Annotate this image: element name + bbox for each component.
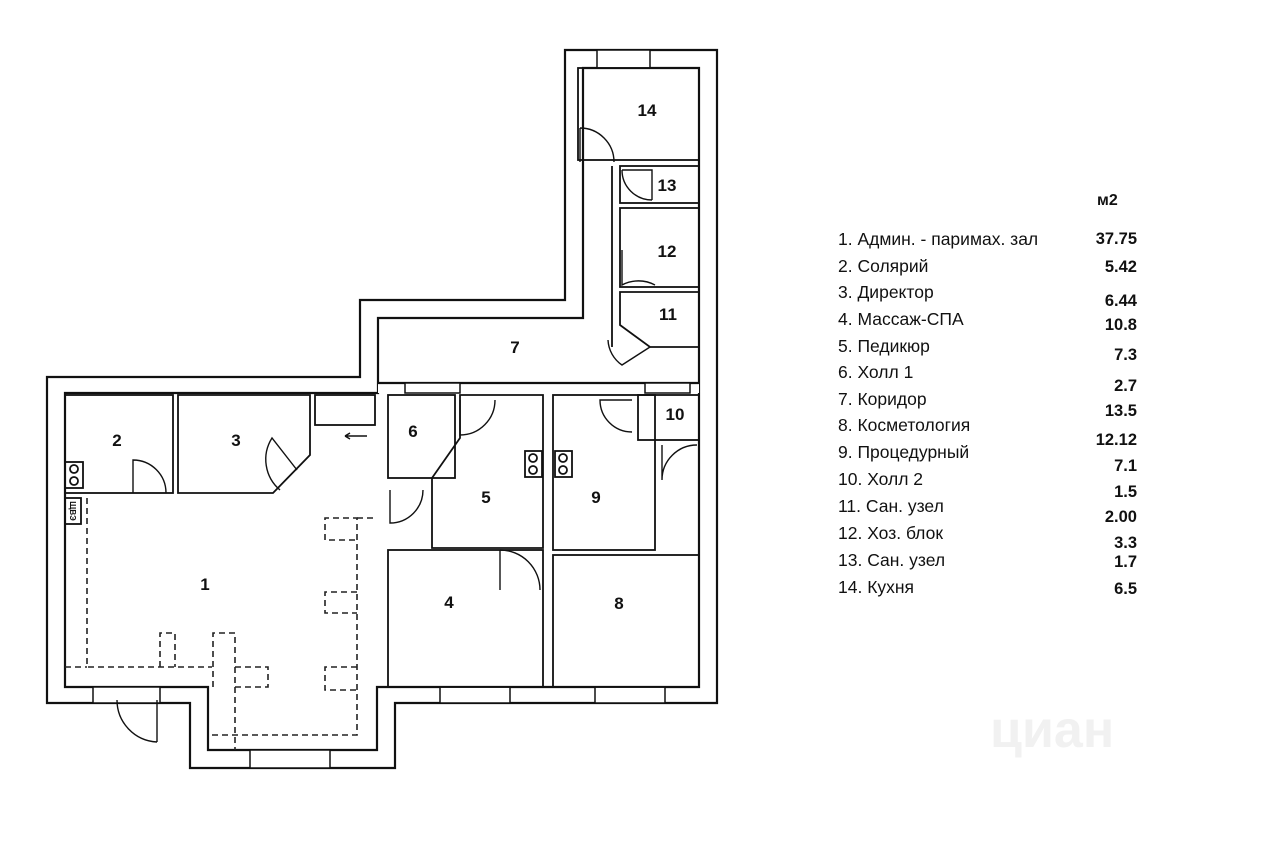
legend-area: 6.44 — [1104, 292, 1137, 310]
room-number-13: 13 — [658, 176, 677, 195]
legend-area: 2.00 — [1104, 508, 1137, 526]
legend-area: 1.5 — [1114, 483, 1137, 501]
window — [439, 686, 511, 704]
sink-icon — [554, 450, 573, 478]
legend-label: 8. Косметология — [838, 415, 971, 435]
window — [404, 382, 461, 394]
legend-label: 5. Педикюр — [838, 336, 930, 356]
room-4-walls — [387, 549, 544, 688]
room-6-walls — [387, 394, 456, 479]
room-9-walls — [552, 394, 656, 551]
door-room-13 — [621, 169, 653, 201]
furniture-layout — [65, 498, 375, 750]
panel-label: ЩВЭ — [68, 501, 77, 521]
watermark: циан — [990, 701, 1115, 759]
door-room-14 — [579, 127, 615, 163]
door-room-2 — [132, 459, 167, 494]
room-number-2: 2 — [112, 431, 121, 450]
legend-area: 12.12 — [1095, 431, 1137, 449]
door-room-3 — [265, 436, 298, 491]
closet-walls — [314, 394, 376, 426]
legend-area: 3.3 — [1114, 534, 1137, 552]
room-number-5: 5 — [481, 488, 490, 507]
window — [594, 686, 666, 704]
room-number-4: 4 — [444, 593, 454, 612]
room-number-1: 1 — [200, 575, 209, 594]
window — [596, 49, 651, 69]
legend-unit: м2 — [1097, 192, 1118, 209]
legend-label: 7. Коридор — [838, 389, 927, 409]
room-number-14: 14 — [638, 101, 657, 120]
legend-area: 6.5 — [1114, 580, 1137, 598]
door-room-11 — [607, 339, 651, 366]
room-12-walls — [619, 207, 700, 288]
room-number-8: 8 — [614, 594, 623, 613]
legend-area: 10.8 — [1104, 316, 1137, 334]
room-number-3: 3 — [231, 431, 240, 450]
sink-icon — [524, 450, 543, 478]
room-14-walls — [577, 67, 700, 161]
room-number-7: 7 — [510, 338, 519, 357]
legend-label: 1. Админ. - паримах. зал — [838, 229, 1039, 249]
legend-area: 5.42 — [1104, 258, 1137, 276]
door-room-12 — [621, 250, 656, 287]
legend-label: 9. Процедурный — [838, 442, 970, 462]
legend-label: 13. Сан. узел — [838, 550, 946, 570]
door-room-6 — [389, 489, 424, 524]
window — [249, 749, 331, 769]
entrance-door — [116, 699, 158, 743]
window — [644, 382, 691, 394]
room-number-9: 9 — [591, 488, 600, 507]
room-11-walls — [619, 291, 700, 348]
legend-label: 11. Сан. узел — [838, 496, 944, 516]
sink-icon — [64, 461, 84, 489]
legend-label: 3. Директор — [838, 282, 934, 302]
room-number-11: 11 — [659, 305, 677, 324]
arrow-icon — [344, 432, 367, 440]
room-10-walls — [637, 394, 700, 441]
legend-area: 2.7 — [1114, 377, 1137, 395]
room-number-12: 12 — [658, 242, 677, 261]
legend-label: 2. Солярий — [838, 256, 929, 276]
room-number-10: 10 — [666, 405, 685, 424]
legend-area: 7.1 — [1114, 457, 1137, 475]
door-room-5 — [459, 399, 496, 436]
room-3-walls — [177, 394, 311, 494]
legend-label: 6. Холл 1 — [838, 362, 914, 382]
electrical-panel — [64, 497, 82, 525]
room-8-walls — [552, 554, 700, 688]
door-room-4 — [499, 549, 541, 591]
legend-area: 1.7 — [1114, 553, 1137, 571]
legend-area: 13.5 — [1104, 402, 1137, 420]
legend-label: 14. Кухня — [838, 577, 915, 597]
inner-wall — [63, 66, 701, 752]
room-5-walls — [431, 394, 544, 549]
legend-area: 7.3 — [1114, 346, 1137, 364]
room-13-walls — [619, 165, 700, 204]
legend-label: 12. Хоз. блок — [838, 523, 943, 543]
door-room-10 — [661, 444, 698, 481]
legend-label: 10. Холл 2 — [838, 469, 924, 489]
legend-area: 37.75 — [1095, 230, 1137, 248]
outer-wall — [45, 48, 719, 770]
window — [92, 686, 161, 704]
room-number-6: 6 — [408, 422, 417, 441]
legend-label: 4. Массаж-СПА — [838, 309, 964, 329]
door-room-9 — [599, 399, 633, 433]
room-2-walls — [64, 394, 174, 494]
